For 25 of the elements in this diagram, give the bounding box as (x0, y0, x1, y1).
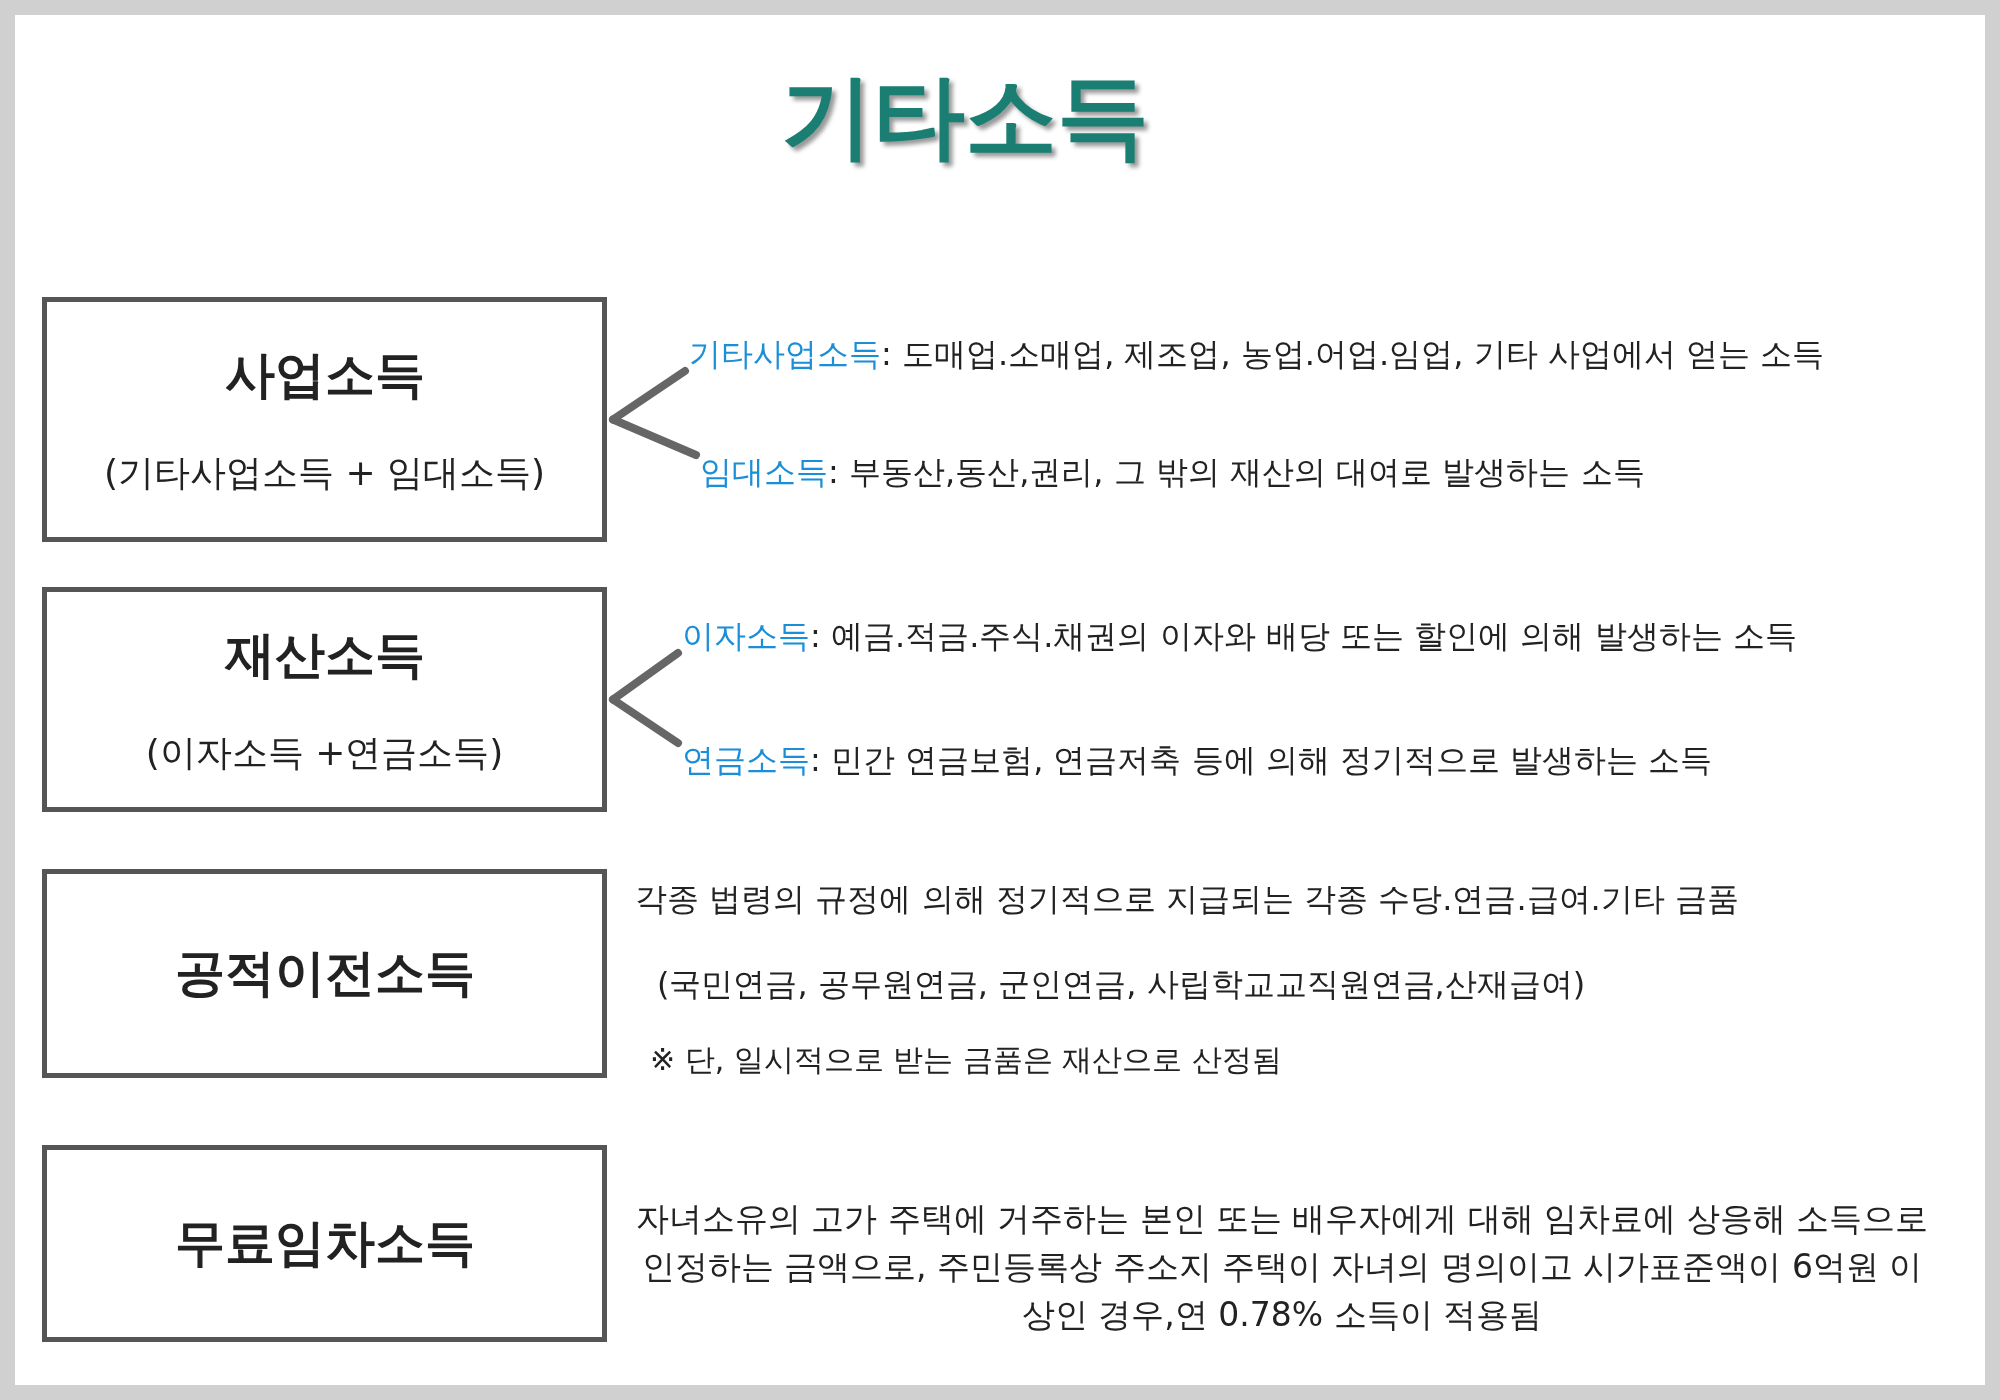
category-box (42, 587, 607, 812)
description-text: (국민연금, 공무원연금, 군인연금, 사립학교교직원연금,산재급여) (657, 964, 1586, 1005)
description-text: 자녀소유의 고가 주택에 거주하는 본인 또는 배우자에게 대해 임차료에 상응해 소득으로 인정하는 금액으로, 주민등록상 주소지 주택이 자녀의 명의이고 시가표준액이 6억원 이상인 경우,연 0.78% 소득이 적용됨 (634, 1198, 1930, 1336)
category-heading: 사업소득 (224, 344, 425, 406)
definition-text: : 민간 연금보험, 연금저축 등에 의해 정기적으로 발생하는 소득 (810, 741, 1713, 779)
category-box (42, 1145, 607, 1342)
definition-text: : 부동산,동산,권리, 그 밖의 재산의 대여로 발생하는 소득 (828, 453, 1645, 491)
description-text: ※ 단, 일시적으로 받는 금품은 재산으로 산정됨 (650, 1041, 1282, 1079)
category-heading: 공적이전소득 (174, 943, 475, 1004)
term-label: 이자소득 (682, 617, 810, 655)
category-note: (이자소득 +연금소득) (145, 730, 504, 775)
category-heading: 무료임차소득 (174, 1213, 475, 1274)
term-label: 기타사업소득 (689, 335, 881, 373)
definition-text: : 예금.적금.주식.채권의 이자와 배당 또는 할인에 의해 발생하는 소득 (810, 617, 1797, 655)
term-label: 연금소득 (682, 741, 810, 779)
title: 기타소득 (780, 62, 1150, 172)
category-box (42, 869, 607, 1078)
bracket-line (609, 695, 682, 747)
term-label: 임대소득 (700, 453, 828, 491)
category-note: (기타사업소득 + 임대소득) (103, 450, 546, 495)
category-heading: 재산소득 (224, 624, 425, 686)
definition-text: : 도매업.소매업, 제조업, 농업.어업.임업, 기타 사업에서 얻는 소득 (881, 335, 1824, 373)
description-text: 각종 법령의 규정에 의해 정기적으로 지급되는 각종 수당.연금.급여.기타 금품 (635, 879, 1739, 920)
bracket-line (609, 415, 700, 459)
category-box (42, 297, 607, 542)
